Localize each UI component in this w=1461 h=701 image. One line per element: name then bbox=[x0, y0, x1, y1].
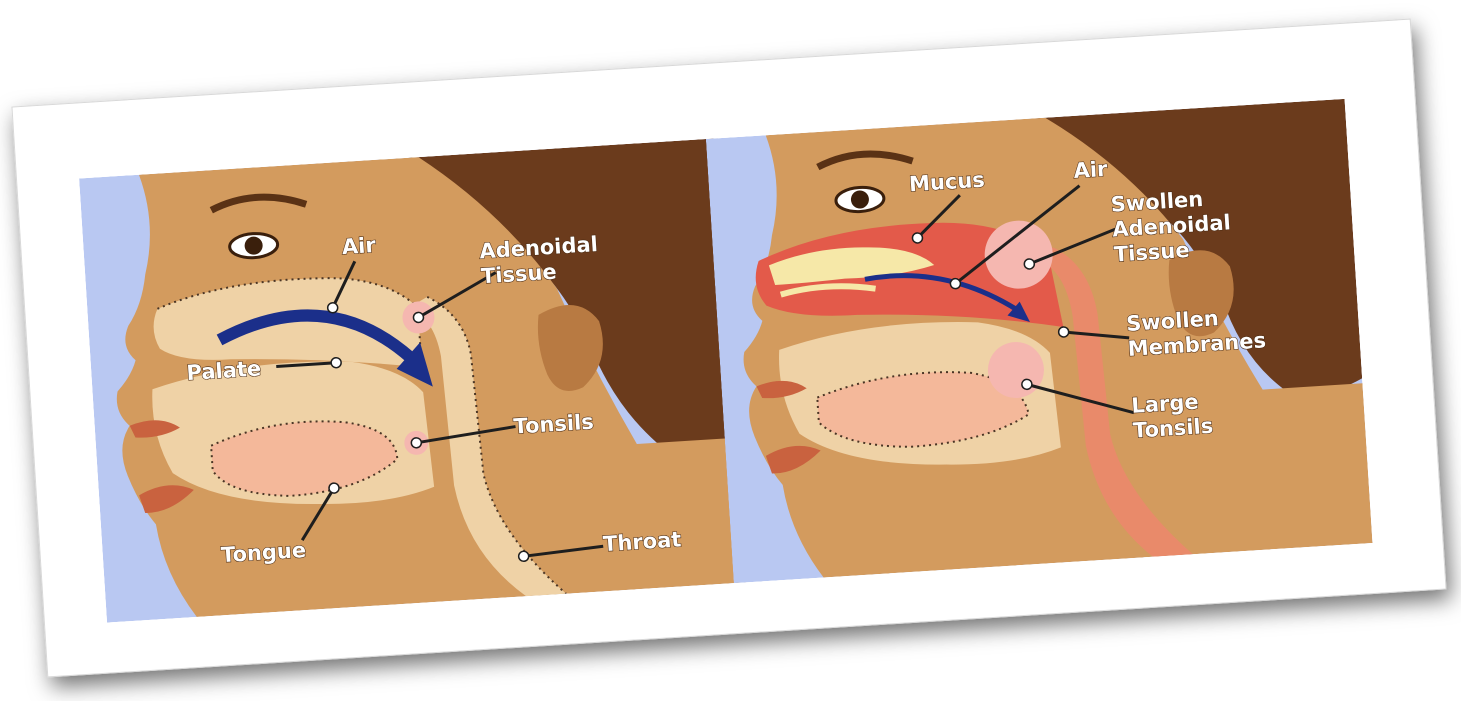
label-swollen-adenoidal-3: Tissue bbox=[1113, 238, 1190, 267]
tongue-leader-dot bbox=[329, 483, 340, 494]
throat-leader-dot bbox=[518, 551, 529, 562]
swollen-airway-panel: Mucus Air Swollen Adenoidal Tissue Swoll… bbox=[706, 99, 1373, 583]
label-palate: Palate bbox=[186, 356, 262, 385]
label-adenoidal-2: Tissue bbox=[480, 260, 557, 289]
label-large-tonsils-1: Large bbox=[1131, 390, 1200, 418]
label-air: Air bbox=[1073, 157, 1109, 183]
air-leader-dot bbox=[950, 278, 961, 289]
label-tonsils: Tonsils bbox=[513, 410, 595, 439]
swollen-membranes-leader-dot bbox=[1058, 327, 1069, 338]
normal-airway-illustration: Air Adenoidal Tissue Palate Tonsils Tong… bbox=[79, 138, 746, 622]
palate-leader-dot bbox=[331, 357, 342, 368]
label-air: Air bbox=[341, 233, 377, 259]
air-leader-dot bbox=[327, 303, 338, 314]
label-throat: Throat bbox=[602, 527, 682, 556]
mucus-leader-dot bbox=[912, 233, 923, 244]
swollen-airway-illustration: Mucus Air Swollen Adenoidal Tissue Swoll… bbox=[706, 99, 1373, 583]
normal-airway-panel: Air Adenoidal Tissue Palate Tonsils Tong… bbox=[79, 138, 746, 622]
label-large-tonsils-2: Tonsils bbox=[1132, 414, 1214, 443]
adenoidal-leader-dot bbox=[413, 312, 424, 323]
label-mucus: Mucus bbox=[908, 168, 985, 197]
photo-card: Air Adenoidal Tissue Palate Tonsils Tong… bbox=[11, 19, 1446, 678]
large-tonsils-leader-dot bbox=[1022, 379, 1033, 390]
swollen-adenoidal-leader-dot bbox=[1024, 259, 1035, 270]
tonsils-leader-dot bbox=[411, 438, 422, 449]
